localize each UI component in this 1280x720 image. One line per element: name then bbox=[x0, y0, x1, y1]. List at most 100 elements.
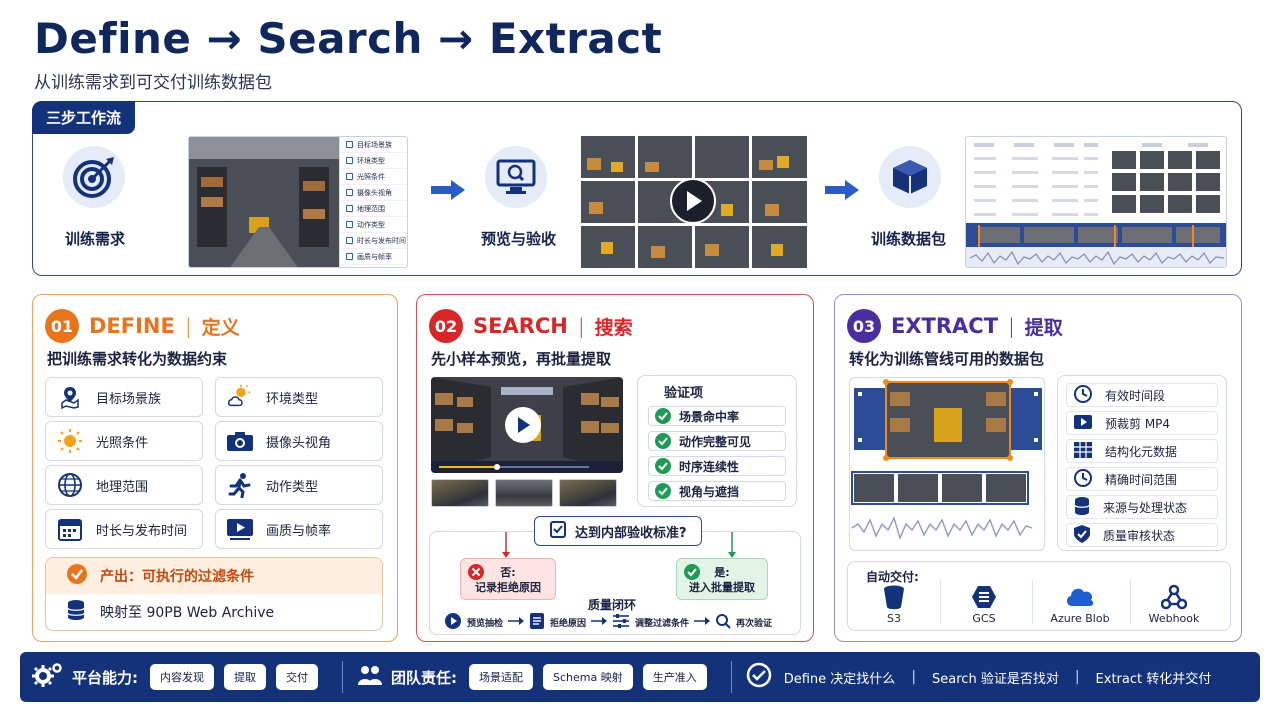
chip-lighting[interactable]: 光照条件 bbox=[45, 421, 203, 461]
sliders-icon bbox=[612, 613, 630, 632]
preview-thumbnails bbox=[431, 479, 617, 507]
verification-item: 视角与遮挡 bbox=[648, 481, 786, 501]
document-icon bbox=[529, 612, 545, 633]
check-circle-icon bbox=[683, 563, 701, 585]
check-icon bbox=[655, 483, 671, 499]
summary-separator: | bbox=[1074, 669, 1080, 685]
cloud-icon bbox=[1040, 584, 1120, 612]
filter-item[interactable]: 画质与帧率 bbox=[340, 249, 407, 265]
metadata-item: 预裁剪 MP4 bbox=[1066, 411, 1218, 435]
filter-item[interactable]: 时长与发布时间 bbox=[340, 233, 407, 249]
destination-s3[interactable]: S3 bbox=[854, 584, 934, 625]
warehouse-preview-image: 目标场景族 环境类型 光照条件 摄像头视角 地理范围 动作类型 时长与发布时间 … bbox=[188, 136, 408, 268]
decision-question: 达到内部验收标准? bbox=[534, 516, 702, 546]
divider bbox=[730, 661, 732, 693]
extract-panel: 03 EXTRACT | 提取 转化为训练管线可用的数据包 有效时间段 预裁剪 bbox=[834, 294, 1242, 642]
loop-title: 质量闭环 bbox=[588, 598, 637, 612]
preview-thumbnail[interactable] bbox=[495, 479, 553, 507]
destination-webhook[interactable]: Webhook bbox=[1134, 584, 1214, 625]
filter-item[interactable]: 环境类型 bbox=[340, 153, 407, 169]
verification-item: 时序连续性 bbox=[648, 456, 786, 476]
video-player[interactable] bbox=[431, 377, 623, 473]
page-title: Define → Search → Extract bbox=[34, 14, 663, 63]
package-icon bbox=[879, 146, 941, 208]
chip-action-type[interactable]: 动作类型 bbox=[215, 465, 383, 505]
chip-geography[interactable]: 地理范围 bbox=[45, 465, 203, 505]
arrow-right-icon bbox=[694, 617, 711, 628]
check-circle-icon bbox=[746, 662, 772, 692]
chip-scene-family[interactable]: 目标场景族 bbox=[45, 377, 203, 417]
delivery-title: 自动交付: bbox=[866, 570, 919, 584]
gcs-icon bbox=[944, 584, 1024, 612]
arrow-right-icon bbox=[508, 617, 525, 628]
arrow-right-icon bbox=[825, 180, 859, 200]
play-button[interactable] bbox=[670, 178, 716, 224]
quality-loop: 预览抽检 拒绝原因 调整过滤条件 再次验证 bbox=[444, 612, 772, 633]
define-panel: 01 DEFINE | 定义 把训练需求转化为数据约束 目标场景族 环境类型 光… bbox=[32, 294, 398, 642]
step-number: 01 bbox=[45, 309, 79, 343]
video-play-icon bbox=[1073, 414, 1093, 433]
metadata-item: 来源与处理状态 bbox=[1066, 495, 1218, 519]
filter-list: 目标场景族 环境类型 光照条件 摄像头视角 地理范围 动作类型 时长与发布时间 … bbox=[339, 137, 407, 267]
panel-title-separator: | bbox=[184, 314, 192, 338]
preview-thumbnail[interactable] bbox=[431, 479, 489, 507]
database-icon bbox=[1073, 496, 1091, 519]
play-button[interactable] bbox=[505, 407, 541, 443]
panel-title-cn: 搜索 bbox=[594, 316, 633, 339]
filter-item[interactable]: 地理范围 bbox=[340, 201, 407, 217]
check-icon bbox=[655, 433, 671, 449]
gears-icon bbox=[32, 661, 64, 693]
dataset-preview bbox=[965, 136, 1227, 268]
summary-define: Define 决定找什么 bbox=[783, 671, 896, 687]
play-circle-icon bbox=[444, 612, 462, 633]
verification-box: 验证项 场景命中率 动作完整可见 时序连续性 视角与遮挡 bbox=[637, 375, 797, 507]
filter-item[interactable]: 光照条件 bbox=[340, 169, 407, 185]
verification-item: 场景命中率 bbox=[648, 406, 786, 426]
chip-quality-fps[interactable]: 画质与帧率 bbox=[215, 509, 383, 549]
clipboard-check-icon bbox=[549, 520, 567, 542]
webhook-icon bbox=[1134, 584, 1214, 612]
footer-bar: 平台能力: 内容发现 提取 交付 团队责任: 场景适配 Schema 映射 生产… bbox=[20, 652, 1260, 702]
search-icon bbox=[715, 613, 731, 632]
chip-environment-type[interactable]: 环境类型 bbox=[215, 377, 383, 417]
destination-gcs[interactable]: GCS bbox=[944, 584, 1024, 625]
team-pill: 场景适配 bbox=[469, 664, 533, 690]
video-grid bbox=[581, 136, 807, 268]
filter-item[interactable]: 摄像头视角 bbox=[340, 185, 407, 201]
search-panel: 02 SEARCH | 搜索 先小样本预览，再批量提取 bbox=[416, 294, 814, 642]
map-pin-icon bbox=[56, 383, 84, 411]
panel-title-cn: 定义 bbox=[201, 316, 240, 339]
step-label-preview: 预览与验收 bbox=[481, 230, 557, 248]
mapping-row: 映射至 90PB Web Archive bbox=[46, 594, 382, 630]
chip-duration-date[interactable]: 时长与发布时间 bbox=[45, 509, 203, 549]
clock-icon bbox=[1073, 384, 1093, 407]
step-label-requirements: 训练需求 bbox=[65, 230, 126, 248]
panel-description: 转化为训练管线可用的数据包 bbox=[849, 350, 1045, 368]
summary-extract: Extract 转化并交付 bbox=[1095, 671, 1212, 687]
panel-title: EXTRACT bbox=[891, 314, 999, 338]
platform-pill: 内容发现 bbox=[150, 664, 214, 690]
check-icon bbox=[655, 458, 671, 474]
metadata-item: 结构化元数据 bbox=[1066, 439, 1218, 463]
clip-extraction-preview bbox=[849, 377, 1045, 551]
filter-item[interactable]: 目标场景族 bbox=[340, 137, 407, 153]
x-circle-icon bbox=[467, 563, 485, 585]
bucket-icon bbox=[854, 584, 934, 612]
check-icon bbox=[655, 408, 671, 424]
team-pill: 生产准入 bbox=[642, 664, 707, 690]
arrow-right-icon bbox=[591, 617, 608, 628]
monitor-search-icon bbox=[485, 146, 547, 208]
sun-cloud-icon bbox=[226, 383, 254, 411]
team-label: 团队责任: bbox=[391, 668, 457, 687]
destination-azure-blob[interactable]: Azure Blob bbox=[1040, 584, 1120, 625]
step-number: 02 bbox=[429, 309, 463, 343]
chip-camera-angle[interactable]: 摄像头视角 bbox=[215, 421, 383, 461]
panel-title: DEFINE bbox=[89, 314, 175, 338]
panel-description: 把训练需求转化为数据约束 bbox=[47, 350, 228, 368]
summary-separator: | bbox=[911, 669, 917, 685]
preview-thumbnail[interactable] bbox=[559, 479, 617, 507]
globe-icon bbox=[56, 471, 84, 499]
filter-item[interactable]: 动作类型 bbox=[340, 217, 407, 233]
clock-icon bbox=[1073, 468, 1093, 491]
